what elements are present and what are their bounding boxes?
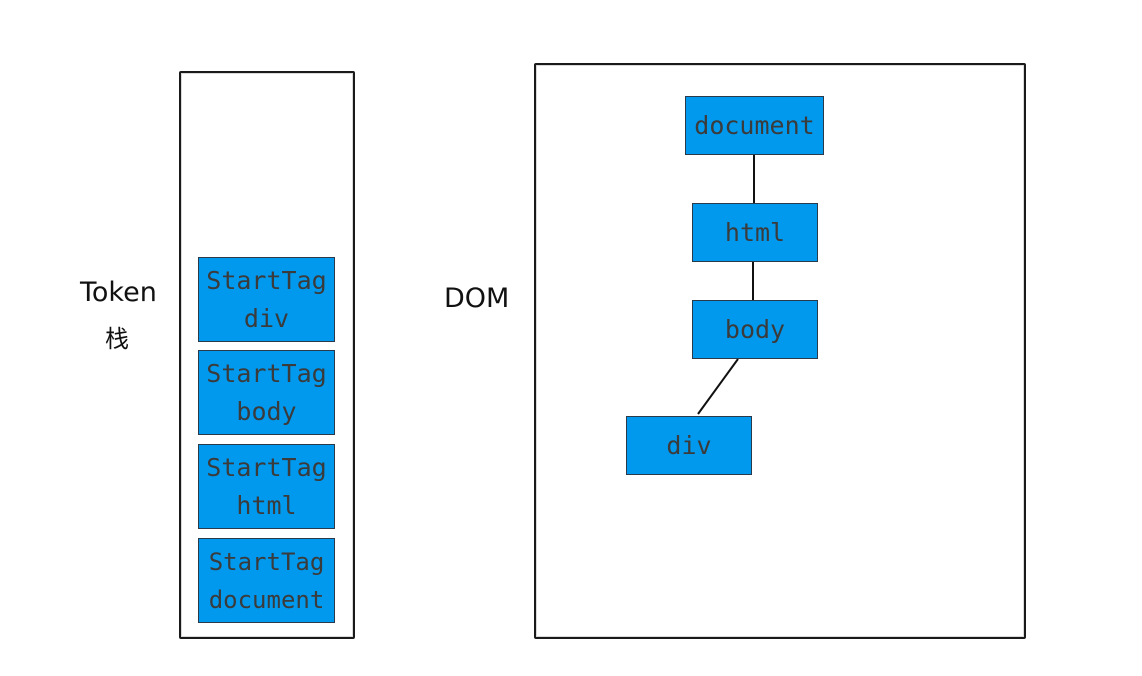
token-kind: StartTag <box>206 452 327 482</box>
dom-label: DOM <box>444 283 510 314</box>
token-stack-label-char: 栈 <box>105 325 129 353</box>
dom-node-div: div <box>626 416 752 475</box>
dom-node-document: document <box>685 96 824 155</box>
token-block-document: StartTag document <box>198 538 335 623</box>
token-tag: document <box>208 585 325 614</box>
token-block-html: StartTag html <box>198 444 335 529</box>
dom-node-body: body <box>692 300 818 359</box>
token-tag: html <box>236 490 297 520</box>
token-block-div: StartTag div <box>198 257 335 342</box>
token-kind: StartTag <box>208 547 325 576</box>
token-tag: body <box>236 396 297 426</box>
dom-node-html: html <box>692 203 818 262</box>
token-tag: div <box>243 303 290 333</box>
token-block-body: StartTag body <box>198 350 335 435</box>
token-stack-frame <box>179 71 355 639</box>
dom-tree-frame <box>534 63 1026 639</box>
token-stack-label: Token <box>80 277 157 308</box>
token-kind: StartTag <box>206 358 327 388</box>
token-kind: StartTag <box>206 265 327 295</box>
